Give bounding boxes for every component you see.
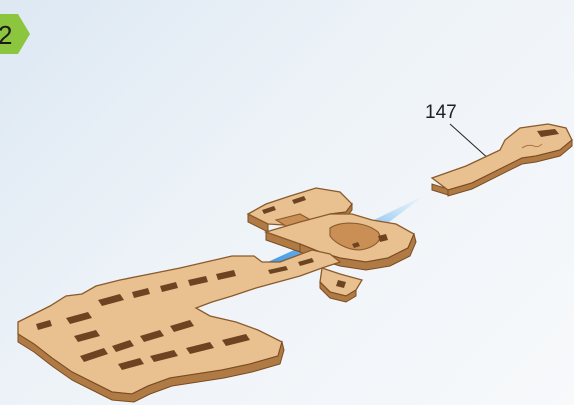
step-number: 2 bbox=[0, 20, 12, 50]
step-badge: 2 bbox=[0, 14, 30, 54]
callout-leader-line bbox=[450, 124, 490, 160]
main-frame bbox=[18, 250, 340, 402]
part-147 bbox=[432, 124, 572, 196]
upper-assembly bbox=[248, 188, 416, 302]
part-callout: 147 bbox=[425, 102, 490, 160]
part-number-label: 147 bbox=[425, 102, 457, 123]
